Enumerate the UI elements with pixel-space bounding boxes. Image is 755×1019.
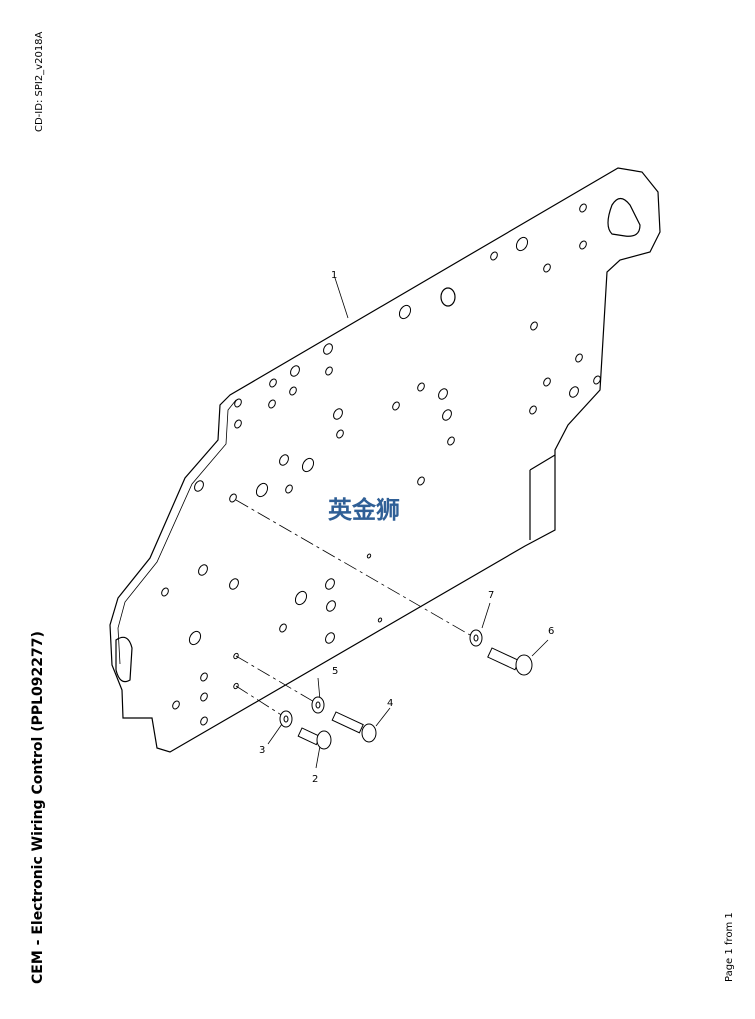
plate-hole bbox=[290, 365, 300, 377]
plate-hole bbox=[417, 382, 425, 392]
plate-hole bbox=[200, 716, 208, 726]
plate-hole bbox=[529, 405, 537, 415]
bolt-4 bbox=[331, 711, 377, 743]
plate-hole bbox=[194, 480, 204, 492]
plate-hole bbox=[229, 493, 237, 503]
callout-3: 3 bbox=[259, 745, 265, 756]
callout-6: 6 bbox=[548, 626, 554, 637]
mounting-plate bbox=[109, 167, 661, 753]
plate-hole bbox=[336, 429, 344, 439]
plate-hole bbox=[325, 366, 333, 376]
plate-hole bbox=[279, 623, 287, 633]
plate-hole bbox=[543, 377, 551, 387]
plate-hole bbox=[326, 600, 336, 612]
plate-hole bbox=[301, 457, 315, 473]
callout-7: 7 bbox=[488, 590, 494, 601]
washer-3 bbox=[279, 710, 293, 728]
plate-hole bbox=[269, 378, 277, 388]
plate-hole bbox=[490, 251, 498, 261]
plate-hole bbox=[279, 454, 289, 466]
plate-hole bbox=[285, 484, 293, 494]
callout-5: 5 bbox=[332, 666, 338, 677]
washer-7 bbox=[469, 629, 483, 647]
plate-hole bbox=[255, 482, 269, 498]
plate-hole bbox=[172, 700, 180, 710]
plate-hole bbox=[366, 553, 372, 559]
plate-hole bbox=[438, 388, 448, 400]
plate-hole bbox=[234, 419, 242, 429]
plate-hole bbox=[543, 263, 551, 273]
plate-hole bbox=[530, 321, 538, 331]
plate-hole bbox=[294, 590, 308, 606]
plate-hole bbox=[515, 236, 529, 252]
plate-hole bbox=[442, 409, 452, 421]
plate-hole bbox=[161, 587, 169, 597]
callout-2: 2 bbox=[312, 774, 318, 785]
plate-hole bbox=[417, 476, 425, 486]
callout-4: 4 bbox=[387, 698, 393, 709]
plate-hole bbox=[377, 617, 383, 623]
plate-hole bbox=[569, 386, 579, 398]
plate-hole bbox=[289, 386, 297, 396]
callout-1: 1 bbox=[331, 270, 337, 281]
plate-hole bbox=[323, 343, 333, 355]
plate-hole bbox=[268, 399, 276, 409]
bolt-6 bbox=[487, 647, 533, 676]
watermark-logo: 英金狮 bbox=[328, 496, 400, 524]
plate-hole bbox=[188, 630, 202, 646]
plate-hole bbox=[198, 564, 208, 576]
plate-hole bbox=[398, 304, 412, 320]
plate-hole bbox=[333, 408, 343, 420]
plate-hole bbox=[579, 203, 587, 213]
plate-hole bbox=[200, 692, 208, 702]
plate-hole bbox=[593, 375, 601, 385]
washer-5 bbox=[311, 696, 325, 714]
plate-hole bbox=[229, 578, 239, 590]
plate-hole bbox=[200, 672, 208, 682]
bolt-2 bbox=[297, 727, 332, 750]
plate-hole bbox=[447, 436, 455, 446]
plate-hole bbox=[325, 632, 335, 644]
plate-hole bbox=[234, 398, 242, 408]
plate-hole bbox=[325, 578, 335, 590]
plate-hole bbox=[575, 353, 583, 363]
plate-hole bbox=[392, 401, 400, 411]
plate-hole bbox=[579, 240, 587, 250]
plate-tab-hole bbox=[607, 197, 641, 237]
